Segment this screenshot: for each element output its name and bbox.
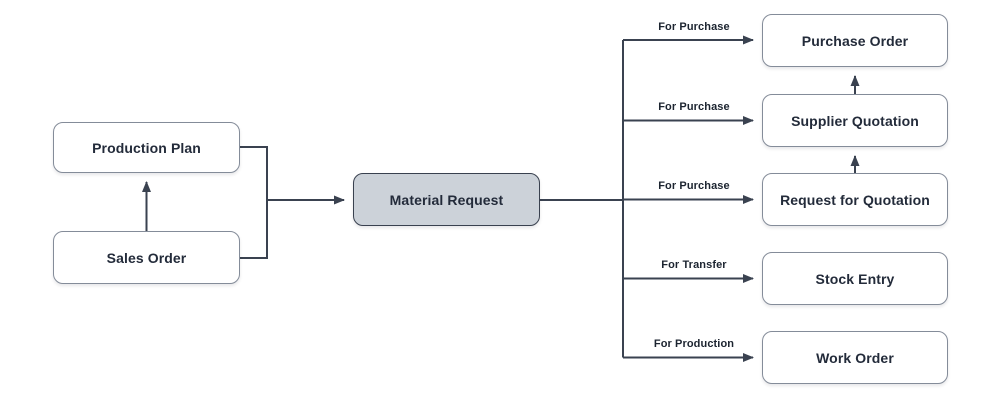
- node-request-for-quotation: Request for Quotation: [762, 173, 948, 226]
- node-production-plan: Production Plan: [53, 122, 240, 173]
- connector-production-plan-out: [240, 146, 268, 200]
- edge-label-for-purchase-2: For Purchase: [658, 101, 730, 113]
- edge-label-for-production: For Production: [653, 338, 735, 350]
- node-work-order: Work Order: [762, 331, 948, 384]
- node-purchase-order: Purchase Order: [762, 14, 948, 67]
- connector-sales-order-out: [240, 200, 268, 259]
- node-material-request: Material Request: [353, 173, 540, 226]
- edge-label-for-purchase-3: For Purchase: [658, 180, 730, 192]
- node-supplier-quotation: Supplier Quotation: [762, 94, 948, 147]
- node-stock-entry: Stock Entry: [762, 252, 948, 305]
- edge-label-for-transfer: For Transfer: [661, 259, 727, 271]
- node-sales-order: Sales Order: [53, 231, 240, 284]
- edge-label-for-purchase-1: For Purchase: [658, 21, 730, 33]
